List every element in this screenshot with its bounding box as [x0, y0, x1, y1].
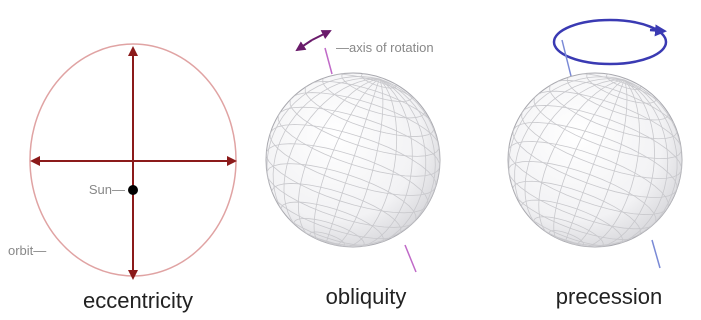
rotation-axis-top	[324, 47, 333, 75]
precession-caption: precession	[556, 284, 662, 309]
precession-axis-bottom	[651, 239, 661, 269]
longitude-line	[564, 79, 625, 244]
precession-panel: precession	[507, 18, 683, 309]
longitude-line	[326, 78, 427, 247]
precession-arrowhead	[649, 24, 667, 37]
rotation-axis-bottom	[404, 244, 417, 273]
sun-label: Sun—	[89, 182, 125, 197]
longitude-line	[565, 79, 655, 247]
orbit-label: orbit—	[8, 243, 46, 258]
precession-axis-top	[561, 39, 573, 81]
tilt-arrow-right	[311, 30, 332, 41]
tilt-arrow	[295, 39, 313, 52]
precession-loop-back	[552, 18, 668, 66]
obliquity-caption: obliquity	[326, 284, 407, 309]
longitude-line	[325, 78, 380, 245]
longitude-line	[326, 78, 384, 247]
longitude-line	[565, 79, 669, 247]
eccentricity-panel: Sun— orbit— eccentricity	[8, 43, 237, 313]
longitude-line	[565, 79, 682, 246]
longitude-line	[326, 78, 440, 246]
obliquity-panel: —axis of rotation obliquity	[265, 30, 441, 309]
eccentricity-caption: eccentricity	[83, 288, 193, 313]
longitude-line	[326, 78, 413, 247]
axis-of-rotation-label: —axis of rotation	[336, 40, 434, 55]
sun-dot	[128, 185, 138, 195]
longitude-line	[565, 79, 628, 246]
